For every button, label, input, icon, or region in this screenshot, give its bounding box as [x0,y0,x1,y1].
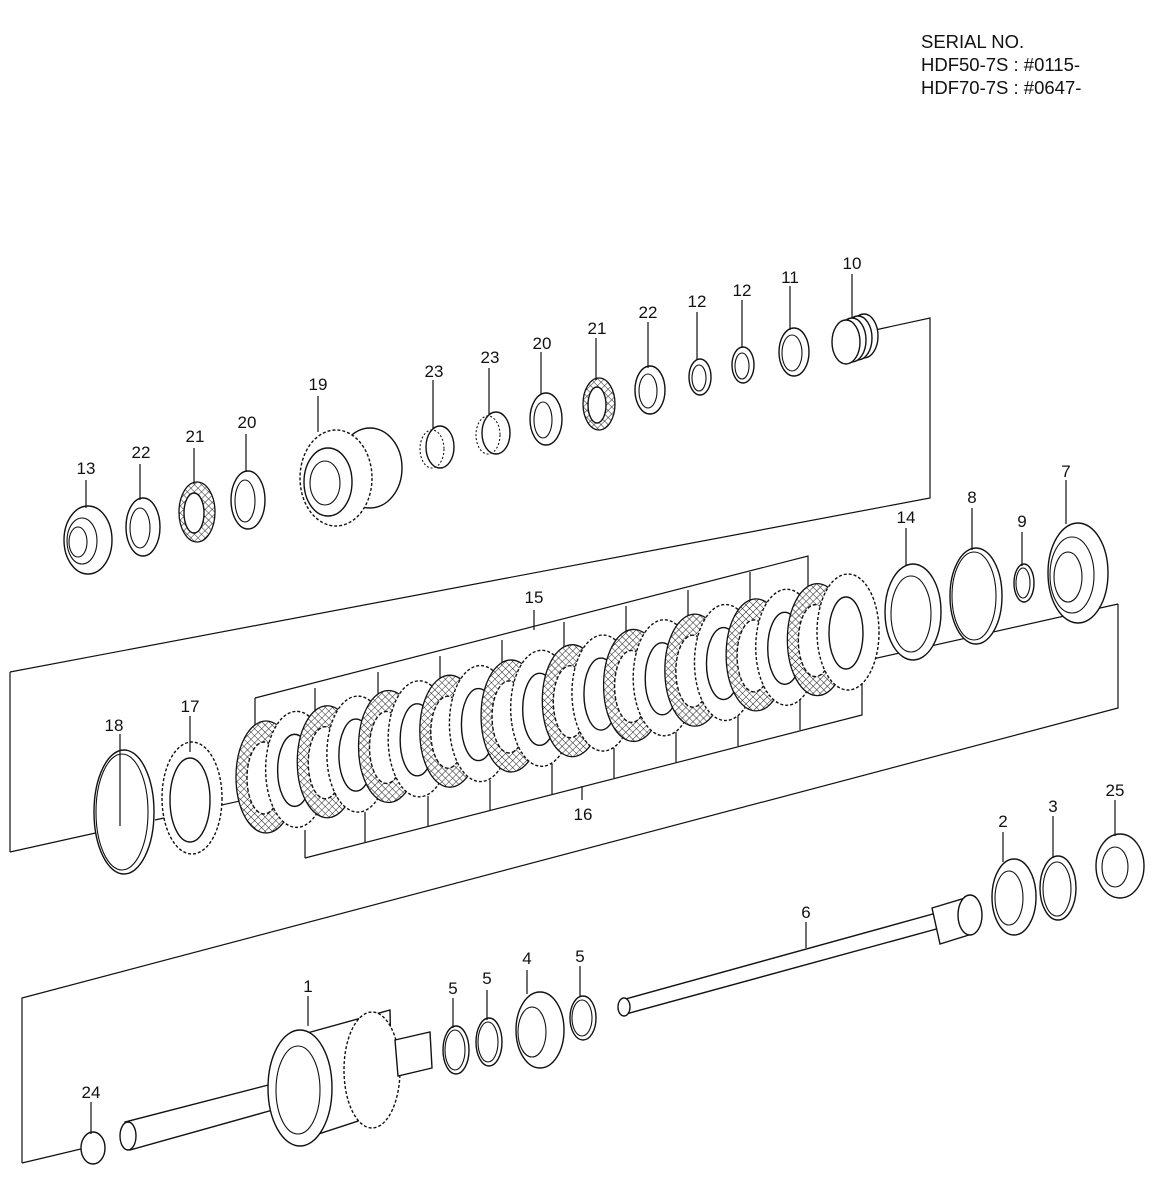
callout-23-right: 23 [481,348,500,367]
callout-16: 16 [574,805,593,824]
callout-12-left: 12 [688,292,707,311]
flange-25 [1095,833,1145,899]
callout-14: 14 [897,508,916,527]
callout-3: 3 [1048,797,1057,816]
callout-6: 6 [801,903,810,922]
callout-25: 25 [1106,781,1125,800]
ring-5-right [569,995,597,1041]
callout-20-left: 20 [238,413,257,432]
serial-number-block: SERIAL NO. HDF50-7S : #0115- HDF70-7S : … [921,30,1081,99]
serial-title: SERIAL NO. [921,31,1025,52]
callout-9: 9 [1017,512,1026,531]
ring-5-left [442,1025,470,1075]
callout-12-right: 12 [733,281,752,300]
serial-line-hdf50: HDF50-7S : #0115- [921,54,1081,75]
clutch-drum-shaft-1 [119,1009,433,1151]
needle-bearing-23-right [475,411,511,455]
bearing-4 [515,991,565,1069]
callout-2: 2 [998,812,1007,831]
callout-4: 4 [522,949,531,968]
snap-ring-12-left [688,358,712,396]
ring-11 [778,327,810,377]
snap-ring-12-right [731,346,755,384]
ring-5-middle [475,1017,503,1067]
callout-1: 1 [303,977,312,996]
washer-20-right [529,392,563,446]
callout-17: 17 [181,697,200,716]
seal-ring-8 [949,547,1003,645]
washer-22-right [634,365,666,415]
callout-19: 19 [309,375,328,394]
washer-20-left [230,470,266,530]
callout-8: 8 [967,488,976,507]
callout-22-right: 22 [639,303,658,322]
callout-labels: 13 22 21 20 19 23 23 20 21 22 12 12 11 1… [77,254,1125,1102]
thrust-bearing-21-right [582,377,616,431]
serial-line-hdf70: HDF70-7S : #0647- [921,77,1082,98]
o-ring-24 [80,1131,106,1165]
gear-19 [299,427,403,527]
callout-22-left: 22 [132,443,151,462]
callout-5-left: 5 [448,979,457,998]
callout-20-right: 20 [533,334,552,353]
bearing-13 [63,505,113,575]
spring-10 [831,313,879,365]
shaft-6 [617,894,983,1017]
piston-7 [1047,522,1109,624]
callout-23-left: 23 [425,362,444,381]
snap-ring-3 [1039,855,1077,921]
callout-10: 10 [843,254,862,273]
washer-22-left [125,497,161,557]
clutch-plate-stack [235,573,880,834]
leader-lines [85,274,1116,1134]
thrust-bearing-21-left [178,481,216,543]
callout-18: 18 [105,716,124,735]
callout-7: 7 [1061,462,1070,481]
callout-24: 24 [82,1083,101,1102]
callout-5-right: 5 [575,947,584,966]
needle-bearing-23-left [419,425,455,469]
callout-15: 15 [525,588,544,607]
callout-13: 13 [77,459,96,478]
callout-21-right: 21 [588,319,607,338]
callout-11: 11 [781,268,799,287]
o-ring-9 [1013,563,1035,603]
ring-14 [884,563,942,661]
steel-plate [816,573,880,691]
callout-21-left: 21 [186,427,205,446]
snap-ring-18 [93,749,155,875]
callout-5-middle: 5 [482,969,491,988]
bearing-2 [991,858,1037,936]
end-plate-17 [161,741,223,855]
